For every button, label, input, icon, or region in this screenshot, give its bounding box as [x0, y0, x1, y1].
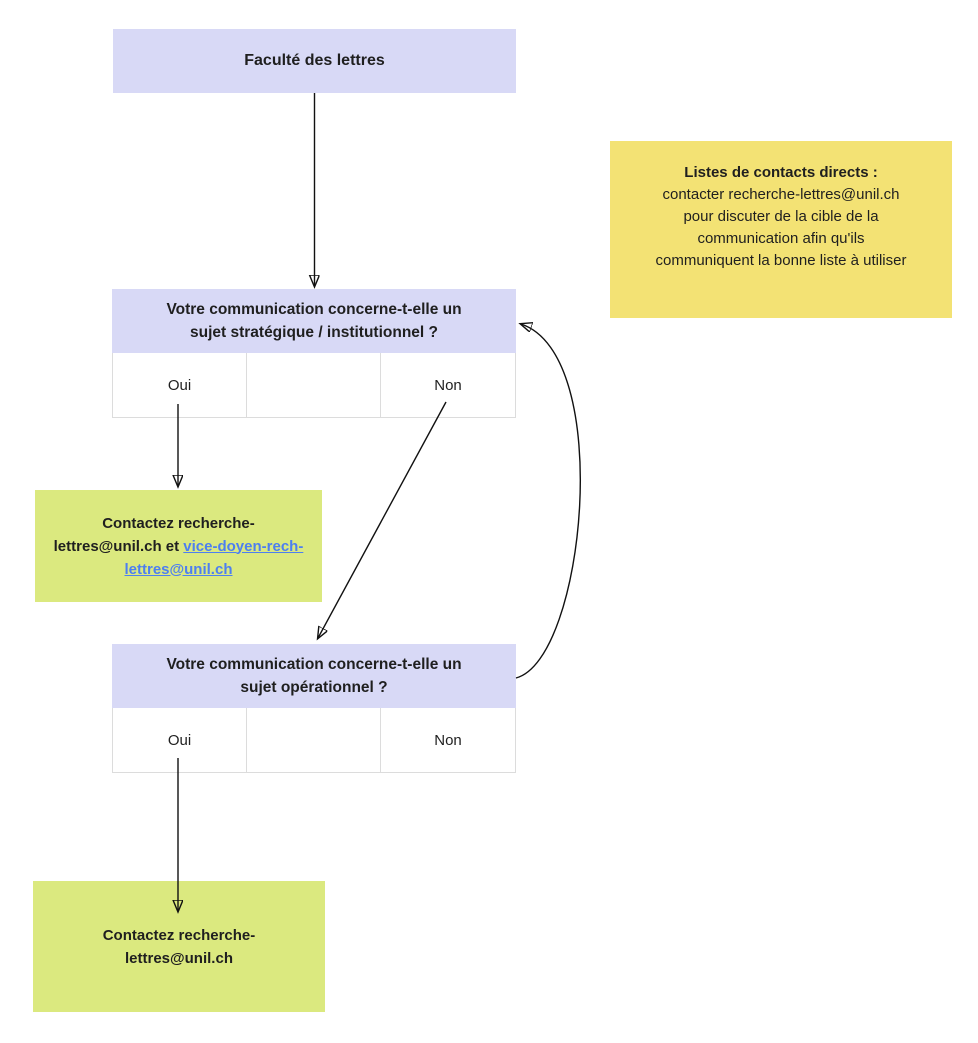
node-question-strategique: Votre communication concerne-t-elle un s…	[112, 289, 516, 418]
result2-text: Contactez recherche-lettres@unil.ch	[102, 926, 256, 967]
question2-answer-row: Oui Non	[112, 708, 516, 773]
arrow-question1-non-to-question2	[318, 401, 447, 638]
node-question-operationnel: Votre communication concerne-t-elle un s…	[112, 644, 516, 773]
result1-text-block: Contactez recherche-lettres@unil.ch et v…	[53, 512, 304, 581]
question1-empty-cell	[247, 353, 381, 417]
arrow-question2-non-loop-to-question1	[515, 324, 582, 679]
result1-text: Contactez recherche-lettres@unil.ch et	[53, 514, 255, 555]
node-result-operationnel: Contactez recherche-lettres@unil.ch	[33, 881, 325, 1012]
question1-answer-row: Oui Non	[112, 353, 516, 418]
root-node-label: Faculté des lettres	[244, 52, 385, 69]
note-body: contacter recherche-lettres@unil.ch pour…	[655, 186, 907, 269]
note-contact-lists: Listes de contacts directs : contacter r…	[610, 141, 952, 318]
node-faculte-des-lettres: Faculté des lettres	[113, 29, 516, 93]
question2-oui-cell: Oui	[113, 708, 247, 772]
question2-text: Votre communication concerne-t-elle un s…	[112, 644, 516, 708]
note-title: Listes de contacts directs :	[684, 164, 878, 181]
question1-oui-cell: Oui	[113, 353, 247, 417]
result1-link-vice-doyen[interactable]: vice-doyen-rech-lettres@unil.ch	[124, 537, 304, 578]
question2-empty-cell	[247, 708, 381, 772]
question2-non-cell: Non	[434, 731, 462, 749]
question1-non-cell: Non	[434, 376, 462, 394]
node-result-strategique: Contactez recherche-lettres@unil.ch et v…	[35, 490, 322, 602]
question1-text: Votre communication concerne-t-elle un s…	[112, 289, 516, 353]
